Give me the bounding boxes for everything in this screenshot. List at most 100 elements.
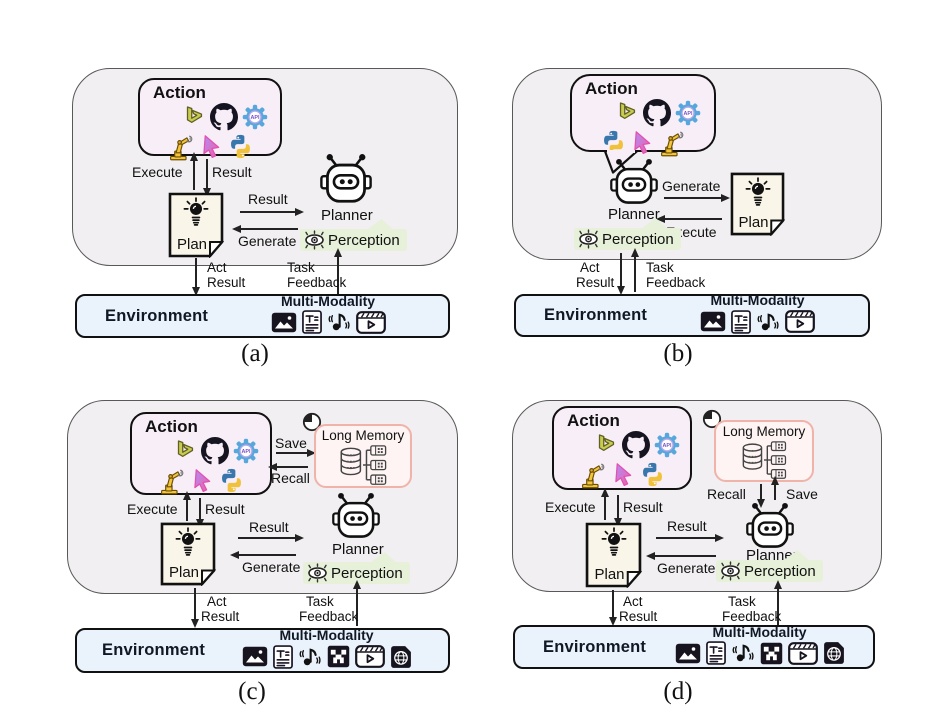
act-label: Act	[207, 260, 227, 275]
generate-flow-arrow	[664, 197, 722, 199]
lightbulb-icon	[599, 526, 629, 557]
planner-robot-icon	[318, 153, 374, 205]
api-gear-icon: API	[674, 99, 702, 127]
act-result-arrow	[195, 258, 197, 288]
image-icon	[242, 646, 268, 667]
cursor-icon	[630, 130, 655, 155]
database-icon	[735, 441, 793, 480]
execute-label: Execute	[127, 501, 178, 517]
api-gear-icon: API	[653, 431, 681, 459]
multi-modality-label: Multi-Modality	[712, 623, 807, 640]
act-result-arrow	[194, 588, 196, 620]
environment-box: Environment Multi-Modality	[514, 293, 870, 337]
result-arrow	[206, 159, 208, 189]
multi-modality-label: Multi-Modality	[280, 292, 376, 309]
act-result-arrow	[620, 253, 622, 287]
act-result-label: Result	[619, 609, 658, 624]
recall-arrow	[276, 466, 308, 468]
panel-b-action-bubble: Action API	[570, 74, 716, 157]
github-icon	[622, 430, 650, 459]
lightbulb-icon	[173, 526, 203, 557]
image-icon	[675, 643, 701, 664]
caption-c: (c)	[238, 678, 266, 705]
act-label: Act	[207, 594, 227, 609]
result-flow-arrow	[240, 211, 296, 213]
task-label: Task	[287, 260, 315, 275]
feedback-label: Feedback	[299, 609, 359, 624]
video-icon	[785, 310, 815, 334]
web-icon	[390, 645, 412, 669]
feedback-label: Feedback	[722, 609, 782, 624]
audio-icon	[298, 645, 322, 669]
result-label: Result	[667, 518, 707, 534]
perception-tail	[640, 218, 668, 229]
multi-modality-group: Multi-Modality	[647, 293, 868, 334]
bing-logo-icon	[172, 438, 198, 464]
image-icon	[700, 311, 726, 332]
environment-label: Environment	[105, 306, 209, 325]
act-result-arrow	[612, 590, 614, 618]
execute-arrow	[193, 160, 195, 190]
api-gear-icon: API	[232, 437, 260, 465]
act-result-label: Result	[207, 275, 246, 290]
environment-label: Environment	[102, 641, 206, 659]
perception-label: Perception	[744, 562, 816, 580]
recall-label: Recall	[707, 486, 746, 502]
result-label: Result	[249, 519, 289, 535]
clock-icon	[302, 412, 322, 432]
save-arrow	[774, 484, 776, 500]
task-feedback-arrow	[356, 588, 358, 626]
api-gear-icon: API	[241, 103, 269, 131]
action-icon-row: API	[170, 102, 280, 131]
database-icon	[334, 445, 392, 486]
multi-modality-label: Multi-Modality	[710, 292, 805, 309]
panel-a-action-box: Action API	[138, 78, 282, 161]
svg-text:API: API	[250, 115, 260, 121]
panel-c-action-box: Action API	[130, 412, 272, 495]
cursor-icon	[190, 468, 215, 493]
cursor-icon	[611, 462, 636, 487]
action-icon-row	[572, 128, 714, 157]
task-label: Task	[306, 594, 334, 609]
perception-label: Perception	[602, 230, 674, 248]
planner-label: Planner	[332, 541, 384, 558]
lightbulb-icon	[181, 196, 211, 227]
perception-tail	[369, 552, 397, 563]
feedback-label: Feedback	[646, 275, 706, 290]
long-memory-label: Long Memory	[321, 428, 405, 443]
result-flow-arrow	[238, 537, 296, 539]
act-result-label: Result	[576, 275, 615, 290]
eye-icon	[576, 229, 601, 249]
robot-arm-icon	[158, 466, 187, 495]
task-feedback-arrow	[634, 256, 636, 292]
perception-bubble: Perception	[716, 550, 823, 582]
text-icon	[301, 310, 322, 335]
generate-label: Generate	[242, 559, 301, 575]
modality-icons	[675, 641, 845, 666]
execute-flow-arrow	[664, 218, 722, 220]
multi-modality-group: Multi-Modality	[205, 628, 448, 669]
panel-d-action-box: Action API	[552, 406, 692, 490]
planner-robot-icon	[330, 492, 382, 540]
result-flow-arrow	[656, 537, 716, 539]
feedback-label: Feedback	[287, 275, 347, 290]
image-icon	[271, 312, 297, 333]
multi-modality-label: Multi-Modality	[279, 627, 374, 644]
text-icon	[705, 641, 726, 666]
result-arrow	[199, 498, 201, 520]
generate-flow-arrow	[238, 554, 296, 556]
result-label: Result	[248, 191, 288, 207]
result-label: Result	[212, 164, 252, 180]
save-label: Save	[275, 435, 307, 451]
environment-label: Environment	[543, 637, 647, 656]
environment-label: Environment	[544, 306, 648, 324]
minecraft-icon	[760, 642, 783, 665]
result-label: Result	[205, 501, 245, 517]
planner-label: Planner	[608, 206, 660, 223]
github-icon	[210, 102, 238, 131]
python-icon	[639, 461, 666, 488]
recall-label: Recall	[271, 470, 310, 486]
planner-robot-icon	[608, 158, 660, 206]
result-label: Result	[623, 499, 663, 515]
